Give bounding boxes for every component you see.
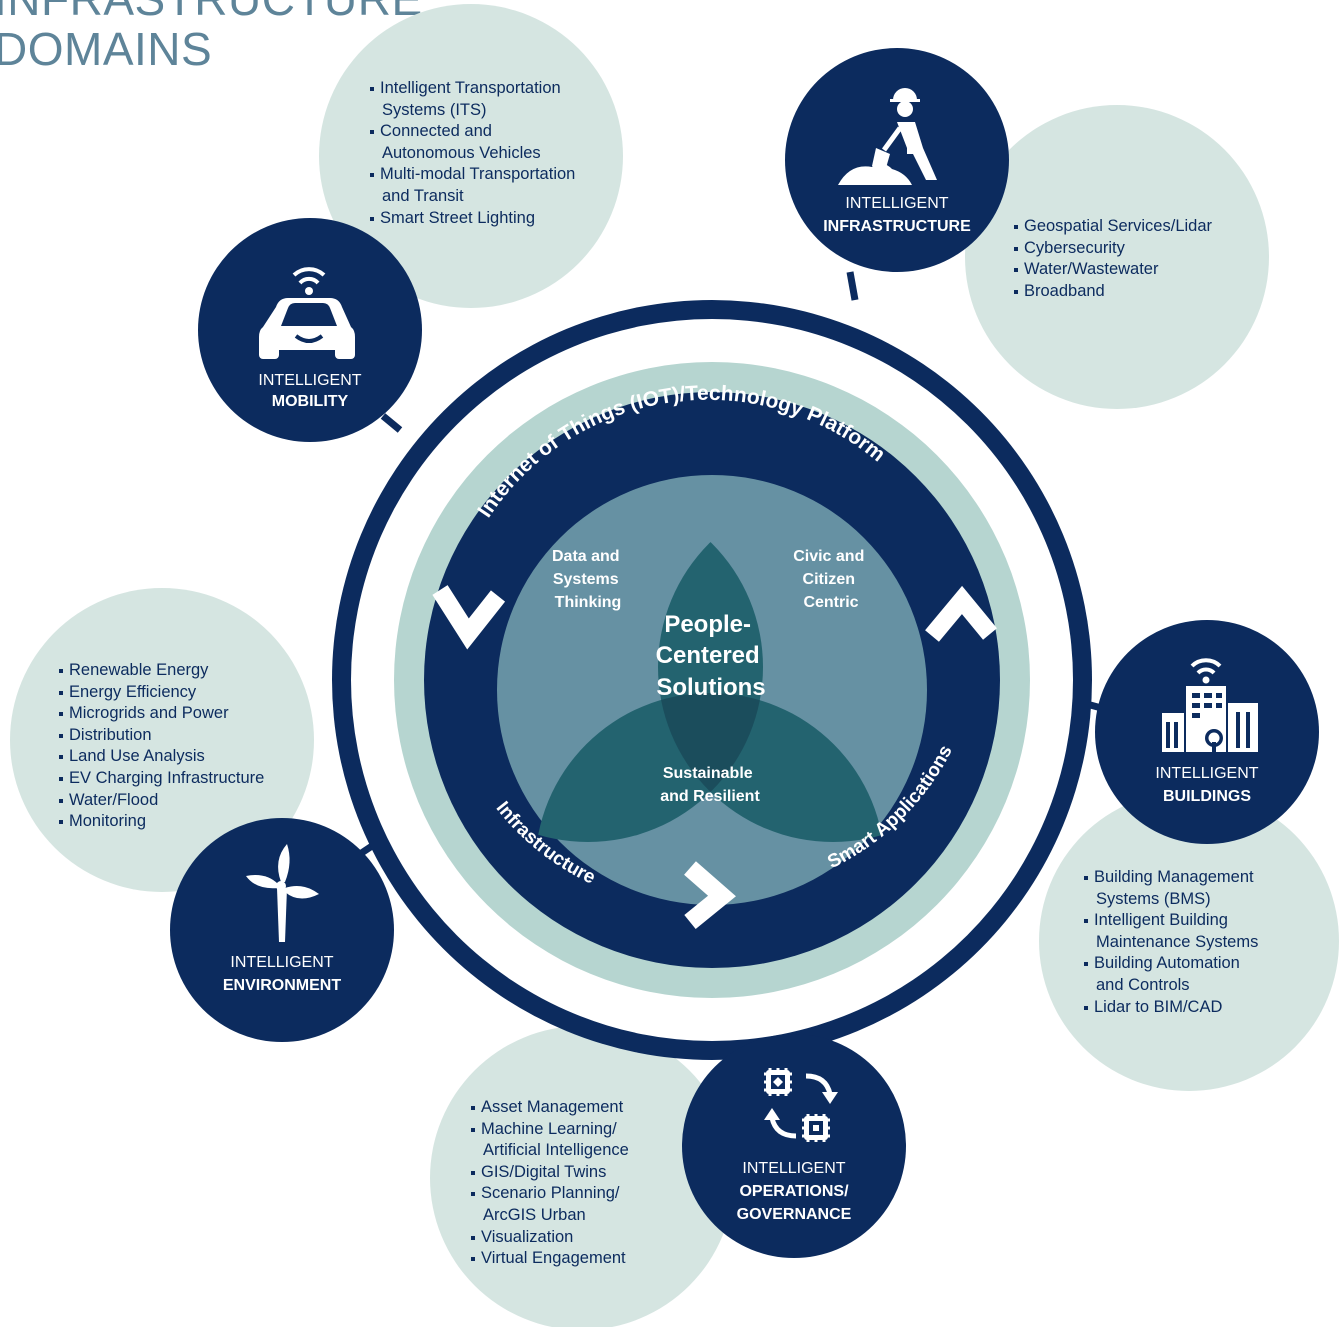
buildings-name: BUILDINGS [1163, 788, 1251, 805]
list-item: Lidar to BIM/CAD [1084, 997, 1258, 1019]
list-item: Land Use Analysis [59, 746, 264, 768]
environment-prefix: INTELLIGENT [230, 954, 333, 971]
list-item: Building Management [1084, 867, 1258, 889]
list-item: EV Charging Infrastructure [59, 768, 264, 790]
domain-badge-buildings: INTELLIGENT BUILDINGS [1095, 620, 1319, 844]
mobility-prefix: INTELLIGENT [258, 372, 361, 389]
list-item: Artificial Intelligence [483, 1141, 629, 1160]
list-item: Energy Efficiency [59, 682, 264, 704]
list-item: Intelligent Building [1084, 910, 1258, 932]
operations-name-line-1: OPERATIONS/ [739, 1183, 849, 1200]
autonomous-car-icon [259, 267, 355, 359]
smart-building-icon [1162, 658, 1258, 752]
list-item: Water/Flood [59, 790, 264, 812]
list-item: Multi-modal Transportation [370, 164, 575, 186]
buildings-info-bubble [1039, 791, 1339, 1091]
environment-name: ENVIRONMENT [223, 977, 341, 994]
ring-chevron-right [925, 585, 997, 642]
list-item: Renewable Energy [59, 660, 264, 682]
domain-badge-mobility: INTELLIGENT MOBILITY [198, 218, 422, 442]
page-heading: INFRASTRUCTURE DOMAINS [0, 0, 423, 74]
buildings-prefix: INTELLIGENT [1155, 765, 1258, 782]
list-item: and Controls [1096, 975, 1190, 994]
list-item: Machine Learning/ [471, 1119, 629, 1141]
mobility-items: Intelligent Transportation Systems (ITS)… [370, 78, 575, 229]
list-item: Intelligent Transportation [370, 78, 575, 100]
environment-items: Renewable Energy Energy Efficiency Micro… [59, 660, 264, 833]
list-item: Distribution [59, 725, 264, 747]
list-item: Water/Wastewater [1014, 259, 1212, 281]
list-item: Virtual Engagement [471, 1248, 629, 1270]
list-item: ArcGIS Urban [483, 1205, 586, 1224]
domain-badge-infrastructure: INTELLIGENT INFRASTRUCTURE [785, 48, 1009, 272]
list-item: Connected and [370, 121, 575, 143]
operations-items: Asset Management Machine Learning/ Artif… [471, 1097, 629, 1270]
infrastructure-name: INFRASTRUCTURE [823, 218, 971, 235]
infrastructure-items: Geospatial Services/Lidar Cybersecurity … [1014, 216, 1212, 302]
list-item: Visualization [471, 1227, 629, 1249]
wind-turbine-icon [246, 844, 319, 942]
list-item: and Transit [382, 186, 464, 205]
petal-label-right: Civic and Citizen Centric [793, 548, 869, 611]
core-label: People- Centered Solutions [656, 611, 767, 701]
chip-cycle-icon [764, 1068, 838, 1142]
list-item: Smart Street Lighting [370, 208, 575, 230]
operations-info-bubble [430, 1026, 734, 1327]
petal-label-bottom: Sustainable and Resilient [660, 765, 760, 805]
list-item: Systems (BMS) [1096, 889, 1211, 908]
venn-diagram [497, 475, 927, 905]
list-item: Maintenance Systems [1096, 932, 1259, 951]
operations-prefix: INTELLIGENT [742, 1160, 845, 1177]
infrastructure-info-bubble [965, 105, 1269, 409]
heading-line-1: INFRASTRUCTURE [0, 0, 423, 24]
list-item: Geospatial Services/Lidar [1014, 216, 1212, 238]
buildings-items: Building Management Systems (BMS) Intell… [1084, 867, 1258, 1018]
domain-badge-environment: INTELLIGENT ENVIRONMENT [170, 818, 394, 1042]
list-item: Scenario Planning/ [471, 1183, 629, 1205]
environment-info-bubble [10, 588, 314, 892]
list-item: Autonomous Vehicles [382, 143, 541, 162]
ring-chevron-left [432, 585, 506, 650]
ring-chevron-bottom [684, 861, 736, 929]
list-item: Cybersecurity [1014, 238, 1212, 260]
list-item: Broadband [1014, 281, 1212, 303]
heading-line-2: DOMAINS [0, 23, 213, 75]
list-item: Asset Management [471, 1097, 629, 1119]
list-item: GIS/Digital Twins [471, 1162, 629, 1184]
petal-label-left: Data and Systems Thinking [552, 548, 624, 611]
domain-badge-operations: INTELLIGENT OPERATIONS/ GOVERNANCE [682, 1034, 906, 1258]
operations-name-line-2: GOVERNANCE [737, 1206, 852, 1223]
infrastructure-prefix: INTELLIGENT [845, 195, 948, 212]
list-item: Microgrids and Power [59, 703, 264, 725]
list-item: Building Automation [1084, 953, 1258, 975]
mobility-name: MOBILITY [272, 393, 349, 410]
mobility-info-bubble [319, 4, 623, 308]
list-item: Systems (ITS) [382, 100, 487, 119]
list-item: Monitoring [59, 811, 264, 833]
worker-shovel-icon [838, 88, 937, 185]
